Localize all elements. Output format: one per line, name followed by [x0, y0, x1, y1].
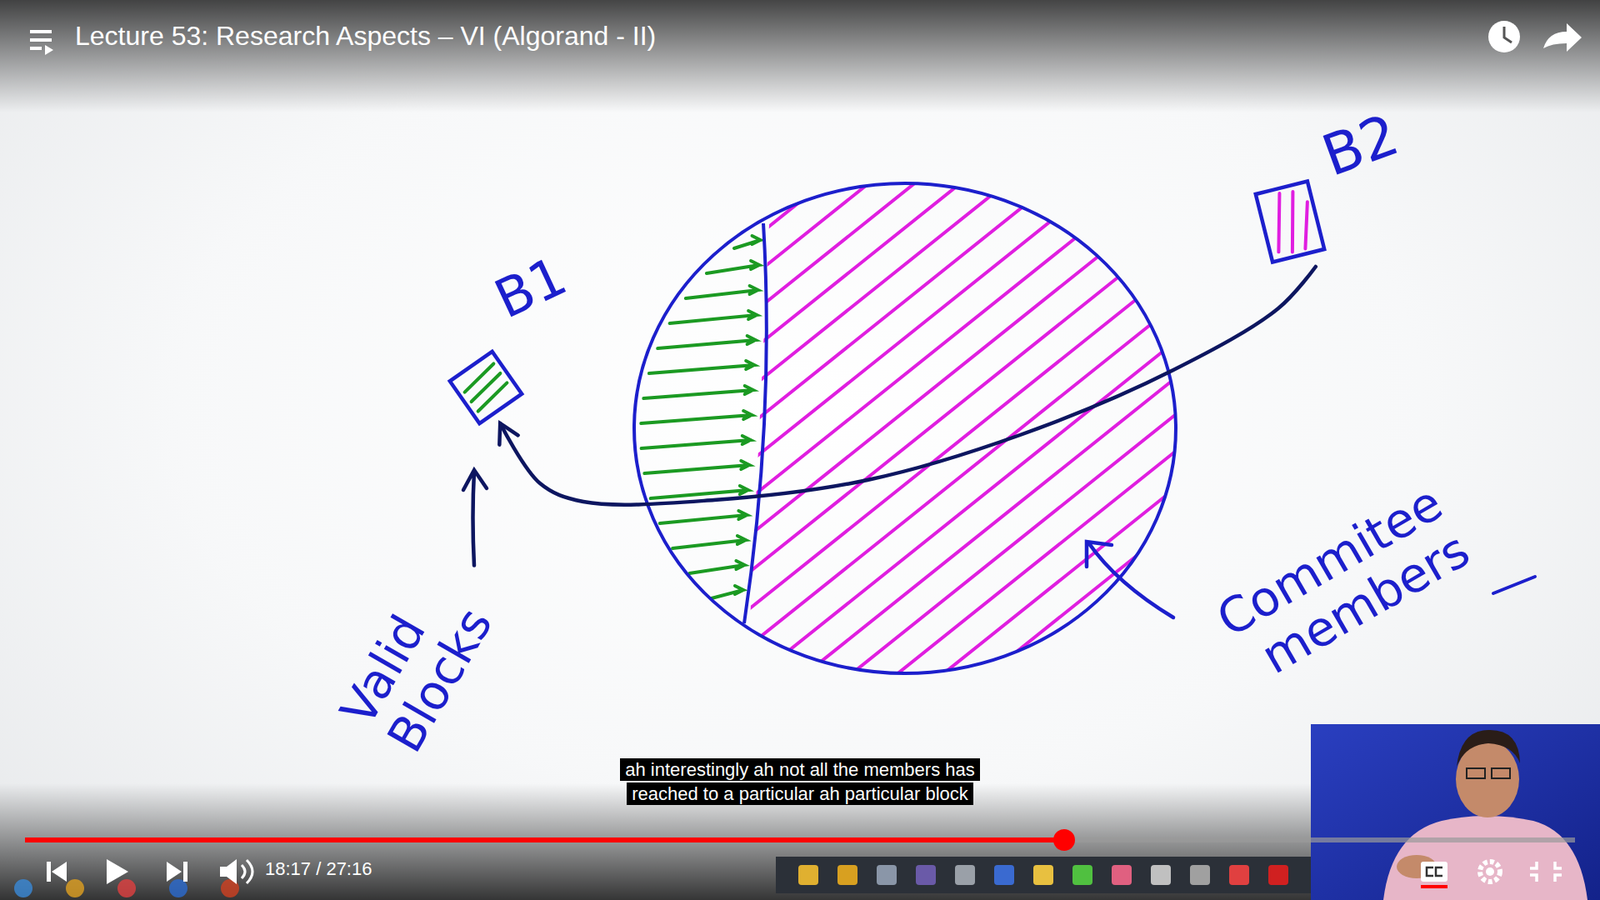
progress-played: [25, 837, 1065, 843]
committee-hatching: [736, 0, 1200, 876]
hatch-stroke: [736, 431, 1200, 803]
hatch-stroke: [649, 360, 755, 374]
hatch-stroke: [643, 385, 753, 399]
player-controls: [46, 859, 253, 885]
block-box: B1: [450, 351, 522, 424]
hatch-stroke: [660, 510, 748, 524]
hatch-stroke: [736, 285, 1200, 656]
hatch-stroke: [689, 560, 745, 574]
underline-mark: [1493, 576, 1535, 594]
video-title: Lecture 53: Research Aspects – VI (Algor…: [75, 20, 656, 52]
hatch-stroke: [672, 535, 746, 549]
hatch-stroke: [650, 485, 749, 499]
annotation-label: Commitee members: [1208, 475, 1479, 695]
block-arrow: [500, 266, 1316, 505]
share-icon: [1543, 23, 1582, 52]
block-outline: [1253, 176, 1327, 267]
block-box: B2: [1253, 176, 1327, 267]
hatch-stroke: [670, 310, 758, 324]
desktop-taskbar-icons: [14, 879, 240, 898]
presenter-video: [1310, 724, 1600, 900]
subtitle-text: ah interestingly ah not all the members …: [620, 758, 980, 805]
hatch-stroke: [641, 435, 751, 449]
playlist-icon: [30, 31, 54, 55]
progress-track: [25, 837, 1575, 843]
hatch-stroke: [706, 260, 760, 274]
hatch-stroke: [711, 585, 744, 599]
subtitle-box: ah interestingly ah not all the members …: [587, 758, 1013, 806]
hatch-stroke: [640, 410, 752, 424]
committee-circle: [634, 183, 1176, 674]
leader-arrow: [1086, 541, 1174, 618]
hatch-stroke: [736, 321, 1200, 693]
hatch-stroke: [736, 395, 1200, 766]
hatch-stroke: [736, 65, 1200, 436]
leader-arrow: [463, 470, 487, 566]
hatch-stroke: [657, 335, 755, 349]
progress-handle: [1053, 829, 1075, 851]
top-bar: [0, 0, 1600, 113]
hatch-stroke: [685, 285, 759, 299]
hatch-stroke: [736, 211, 1200, 583]
valid-hatching: [640, 235, 760, 599]
partition-line: [744, 223, 767, 624]
time-display: 18:17 / 27:16: [265, 859, 372, 880]
block-outline: [450, 351, 522, 424]
hatch-stroke: [736, 101, 1200, 473]
clock-icon: [1488, 20, 1520, 53]
player-right-controls: [1420, 861, 1562, 889]
hatch-stroke: [736, 358, 1200, 730]
annotation-label: Valid Blocks: [330, 572, 503, 762]
block-label: B1: [487, 248, 575, 327]
block-label: B2: [1315, 105, 1406, 185]
taskbar-strip: [775, 856, 1311, 894]
hatch-stroke: [734, 235, 761, 249]
hatch-stroke: [644, 460, 750, 474]
